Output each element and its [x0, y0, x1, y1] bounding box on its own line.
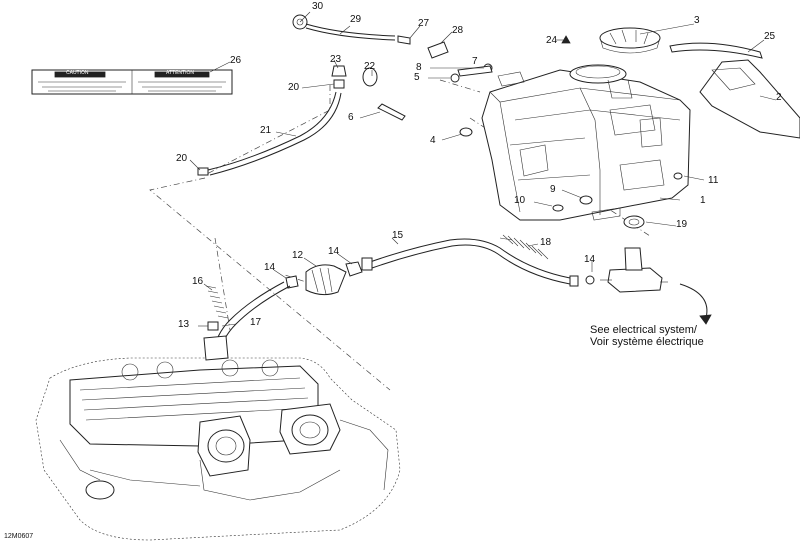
oil-pump-fitting: [585, 247, 668, 293]
leader-lines: [189, 11, 777, 327]
callout-27: 27: [418, 18, 430, 29]
callout-1: 1: [700, 195, 706, 206]
callout-6: 6: [348, 112, 354, 123]
callout-14-left: 14: [264, 262, 276, 273]
note-line-english: See electrical system/: [590, 324, 697, 336]
callout-25: 25: [764, 31, 776, 42]
vent-hose: [292, 14, 396, 41]
callout-10: 10: [514, 195, 526, 206]
note-line-french: Voir système électrique: [590, 336, 704, 348]
callout-16: 16: [192, 276, 204, 287]
callout-18: 18: [540, 237, 552, 248]
callout-2: 2: [776, 92, 782, 103]
side-shield: [669, 42, 800, 139]
callout-24: 24: [546, 35, 558, 46]
callout-21: 21: [260, 125, 272, 136]
oil-tank: [481, 64, 691, 221]
callout-13: 13: [178, 319, 190, 330]
warning-label-plate: [31, 69, 233, 95]
callout-28: 28: [452, 25, 464, 36]
callout-30: 30: [312, 1, 324, 12]
label-plate-caution-title: CAUTION: [66, 70, 89, 76]
callout-14-mid: 14: [328, 246, 340, 257]
callout-3: 3: [694, 15, 700, 26]
callout-20-top: 20: [288, 82, 300, 93]
callout-26: 26: [230, 55, 242, 66]
callout-19: 19: [676, 219, 688, 230]
callout-8: 8: [416, 62, 422, 73]
callout-15: 15: [392, 230, 404, 241]
small-hardware: [362, 35, 683, 229]
callout-17: 17: [250, 317, 262, 328]
callout-22: 22: [364, 61, 376, 72]
label-plate-attention-title: ATTENTION: [166, 70, 194, 76]
callout-20-left: 20: [176, 153, 188, 164]
callout-9: 9: [550, 184, 556, 195]
engine-block: [35, 335, 401, 541]
callout-12: 12: [292, 250, 304, 261]
callout-14-right: 14: [584, 254, 596, 265]
callout-11: 11: [708, 175, 719, 186]
callout-23: 23: [330, 54, 342, 65]
drawing-code: 12M0607: [4, 533, 34, 540]
oil-filter: [285, 261, 363, 296]
callout-29: 29: [350, 14, 362, 25]
callout-5: 5: [414, 72, 420, 83]
callout-4: 4: [430, 135, 436, 146]
callout-7: 7: [472, 56, 478, 67]
supply-hose-15: [361, 234, 579, 287]
electrical-system-note: See electrical system/ Voir système élec…: [590, 324, 704, 348]
reference-arrow: [679, 283, 712, 325]
